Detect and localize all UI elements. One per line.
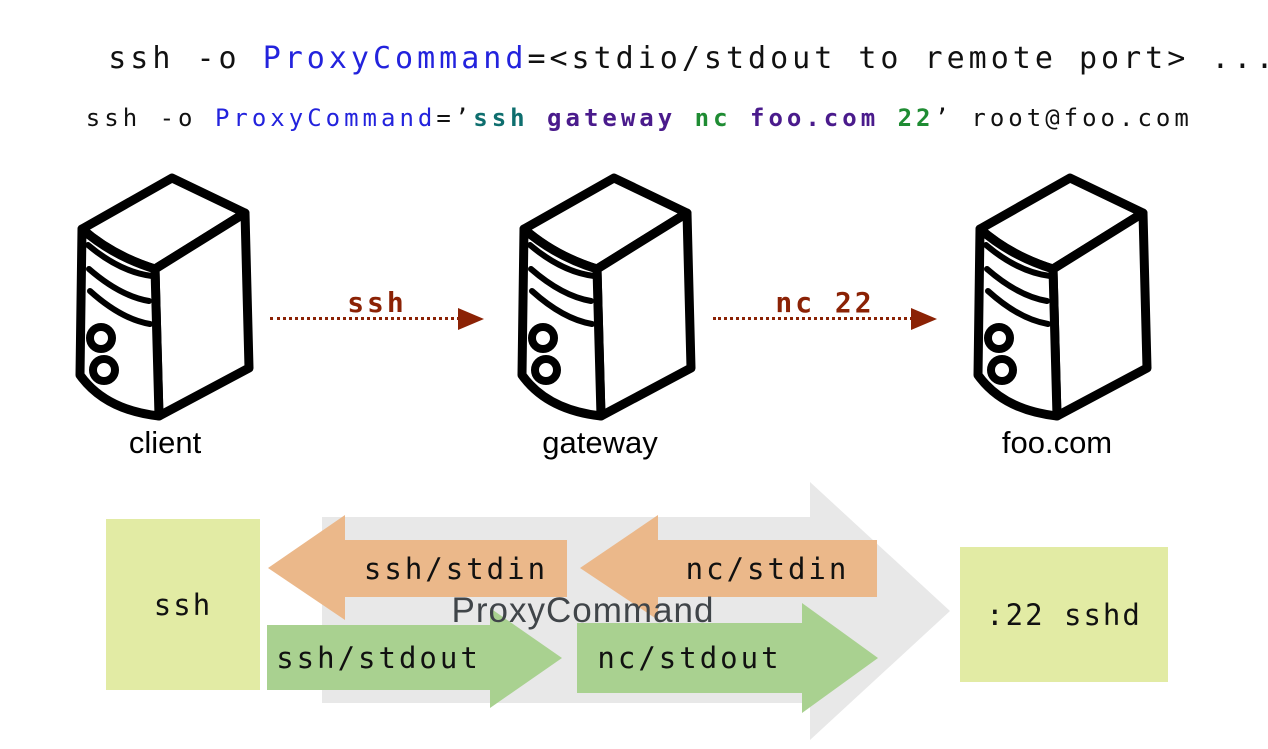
arrowhead-right-icon (911, 308, 937, 330)
flow-arrows-graphic (267, 482, 950, 740)
cmd-part: ’ root@foo.com (934, 104, 1193, 132)
dotted-line (270, 317, 460, 320)
server-node-gateway (517, 172, 697, 429)
heading-prefix: ssh -o (108, 41, 263, 76)
ssh-stdout-label: ssh/stdout (276, 640, 481, 675)
arrowhead-right-icon (458, 308, 484, 330)
link-label-ssh: ssh (347, 286, 407, 319)
cmd-part-host: foo.com (750, 104, 898, 132)
nc-stdout-arrow-icon (577, 603, 878, 713)
link-gateway-foo: nc 22 (713, 286, 937, 336)
ssh-stdout-arrow-icon (267, 608, 562, 708)
server-node-client (75, 172, 255, 429)
proxycommand-wrapper-label: ProxyCommand (451, 591, 715, 630)
proxycommand-flow-diagram: ssh :22 sshd ssh/stdin nc/stdin ssh/stdo… (0, 470, 1268, 749)
server-tower-icon (973, 173, 1152, 421)
cmd-part-gateway: gateway (547, 104, 695, 132)
nc-stdin-label: nc/stdin (685, 551, 850, 586)
ssh-stdin-label: ssh/stdin (363, 551, 549, 586)
cmd-part: =’ (436, 104, 474, 132)
cmd-part-keyword: ProxyCommand (214, 104, 437, 132)
heading-keyword: ProxyCommand (262, 41, 528, 76)
nc-stdout-label: nc/stdout (597, 641, 782, 675)
ssh-stdin-arrow-icon (268, 515, 567, 620)
server-label-foo: foo.com (1001, 425, 1113, 460)
sshd-server-box: :22 sshd (960, 547, 1168, 682)
heading-command: ssh -o ProxyCommand=<stdio/stdout to rem… (20, 6, 1268, 111)
server-tower-icon (75, 173, 254, 421)
server-tower-icon (517, 173, 696, 421)
cmd-part: ssh -o (85, 104, 215, 132)
server-label-gateway: gateway (542, 425, 658, 460)
dotted-line (713, 317, 913, 320)
heading-suffix: =<stdio/stdout to remote port> ... (527, 41, 1268, 76)
link-client-gateway: ssh (270, 286, 484, 336)
topology-diagram: client gateway (0, 160, 1268, 470)
server-node-foo (973, 172, 1153, 429)
cmd-part-port: 22 (897, 104, 935, 132)
link-label-nc22: nc 22 (775, 286, 875, 319)
cmd-part-nc: nc (694, 104, 750, 132)
server-label-client: client (128, 425, 202, 460)
example-command: ssh -o ProxyCommand=’ssh gateway nc foo.… (12, 76, 1193, 160)
ssh-client-box: ssh (106, 519, 260, 690)
nc-stdin-arrow-icon (580, 515, 877, 620)
cmd-part-ssh: ssh (473, 104, 548, 132)
